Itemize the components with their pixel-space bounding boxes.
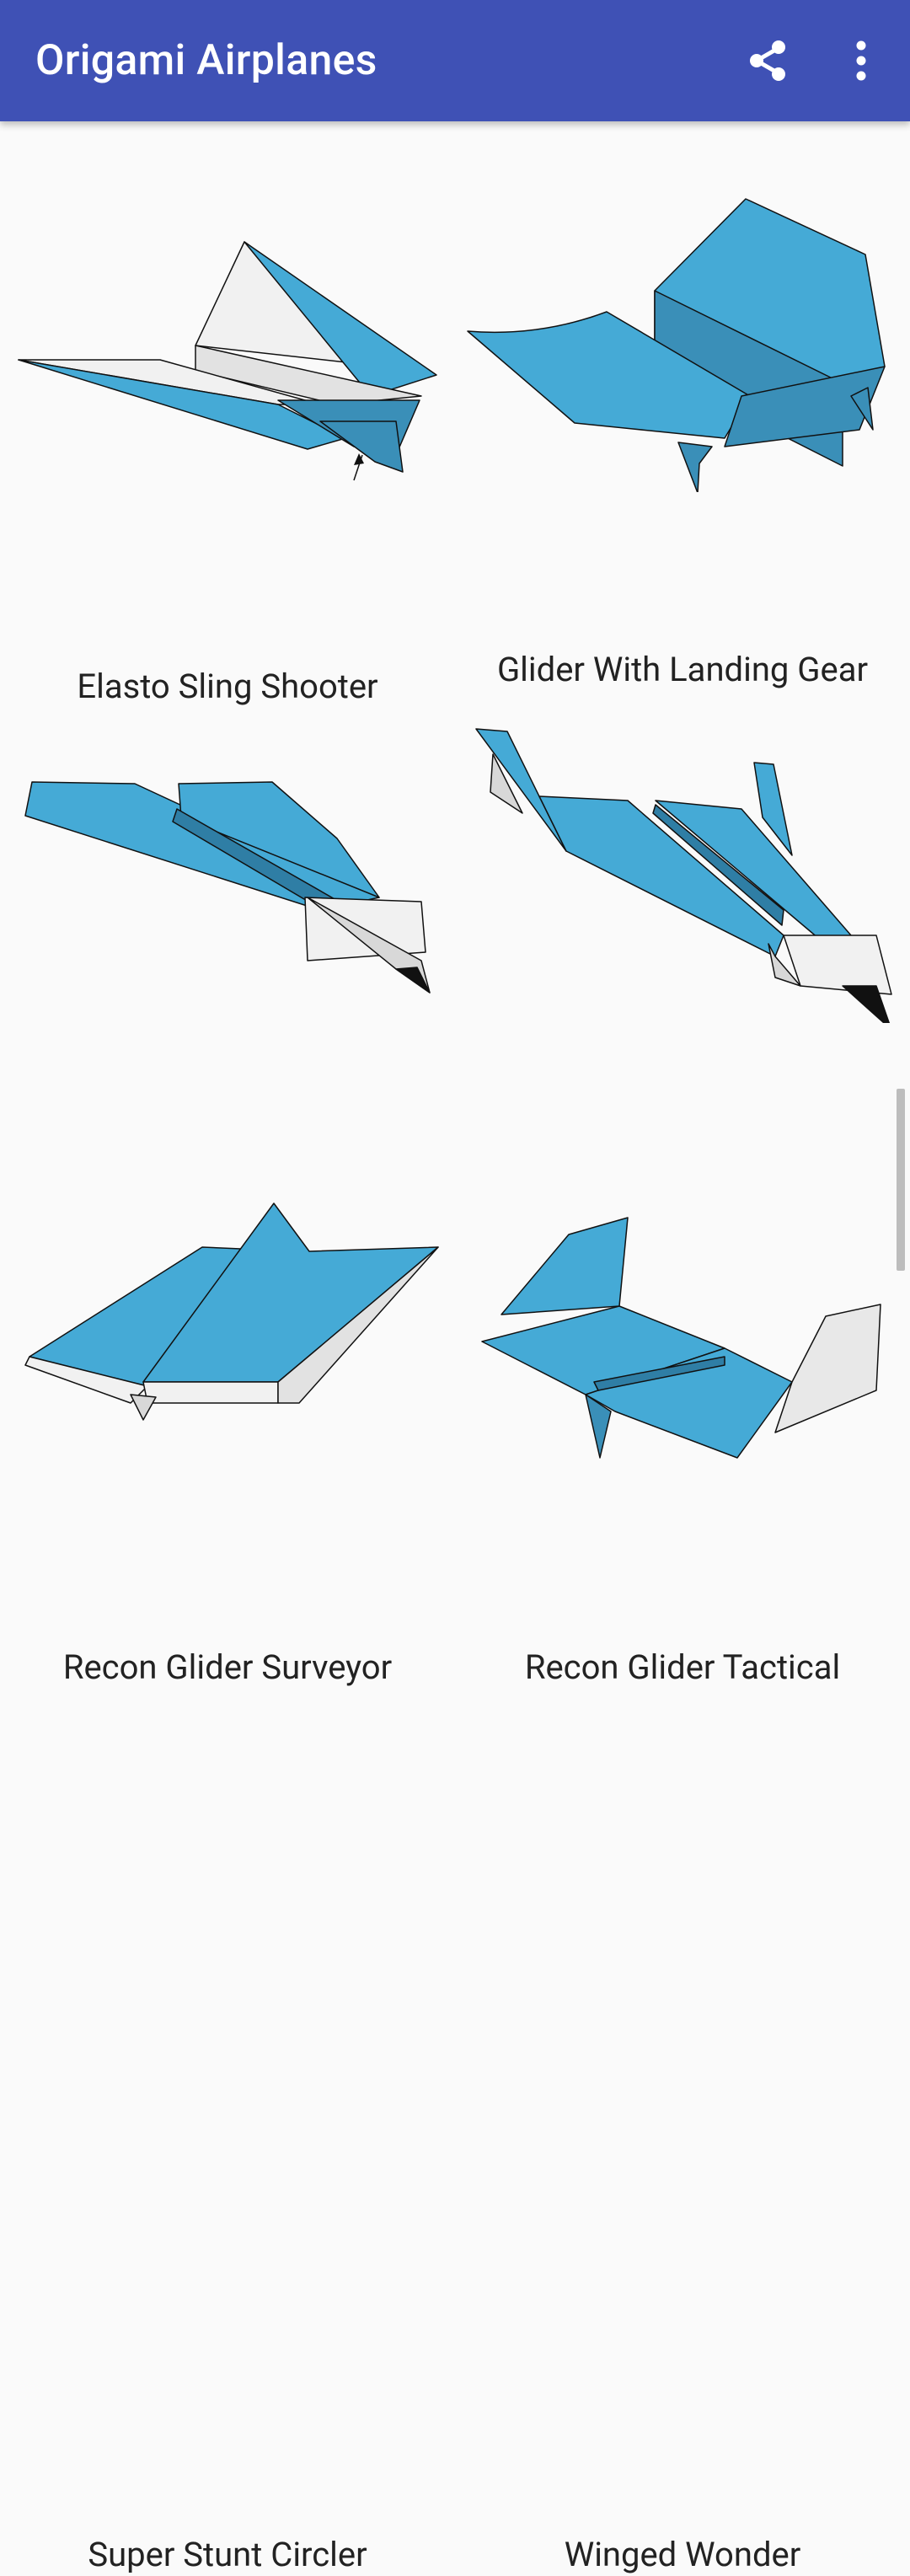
airplane-illustration [24, 781, 431, 993]
scrollbar-thumb[interactable] [897, 1089, 905, 1271]
item-label: Recon Glider Tactical [524, 1647, 841, 1687]
item-label: Super Stunt Circler [88, 2535, 367, 2574]
airplane-illustration [18, 241, 437, 481]
grid-item-recon-glider-surveyor[interactable]: Recon Glider Surveyor [0, 669, 455, 1687]
app-title: Origami Airplanes [35, 36, 377, 85]
item-label: Recon Glider Surveyor [62, 1647, 393, 1687]
airplane-grid: Elasto Sling Shooter Glider With Landing… [0, 121, 910, 2574]
grid-item-elasto-sling-shooter[interactable]: Elasto Sling Shooter [0, 121, 455, 706]
airplane-illustration [481, 1217, 881, 1459]
grid-item-recon-glider-tactical[interactable]: Recon Glider Tactical [455, 669, 910, 1687]
grid-item-glider-with-landing-gear[interactable]: Glider With Landing Gear [455, 121, 910, 689]
share-icon [750, 40, 785, 81]
grid-item-super-stunt-circler[interactable]: Super Stunt Circler [0, 1196, 455, 2574]
item-label: Glider With Landing Gear [496, 650, 869, 689]
airplane-illustration [24, 1202, 439, 1421]
overflow-menu-button[interactable] [827, 27, 895, 94]
airplane-illustration [467, 198, 886, 492]
share-button[interactable] [735, 27, 802, 94]
item-label: Elasto Sling Shooter [77, 667, 378, 706]
grid-item-winged-wonder[interactable]: Winged Wonder [455, 1196, 910, 2574]
airplane-illustration [475, 728, 892, 1023]
more-vert-icon [856, 40, 866, 81]
item-label: Winged Wonder [564, 2535, 801, 2574]
app-bar: Origami Airplanes [0, 0, 910, 121]
